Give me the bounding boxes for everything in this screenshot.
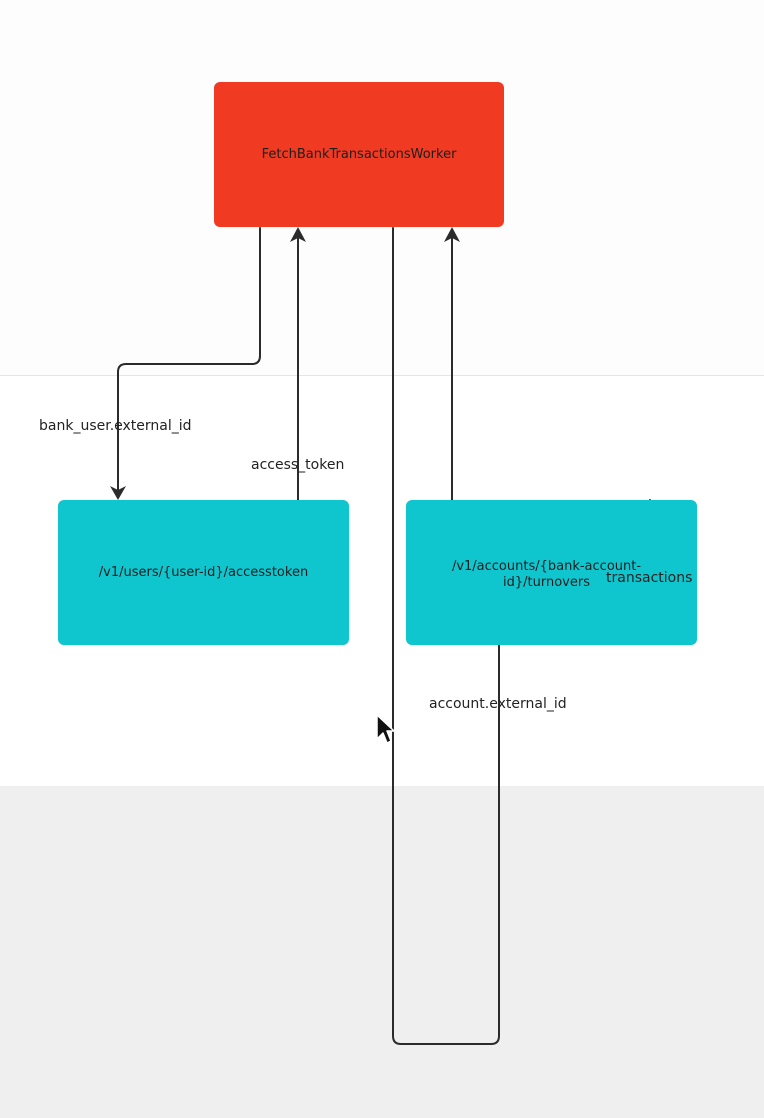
mouse-pointer-icon — [376, 714, 395, 744]
edge-label-transactions: transactions — [606, 570, 693, 586]
access-token-endpoint-node[interactable]: /v1/users/{user-id}/accesstoken — [58, 500, 349, 645]
canvas-divider — [0, 375, 764, 376]
worker-node-label: FetchBankTransactionsWorker — [261, 146, 457, 162]
edge-label-access-token: access_token — [251, 457, 345, 473]
worker-node[interactable]: FetchBankTransactionsWorker — [214, 82, 504, 227]
turnovers-endpoint-node[interactable]: /v1/accounts/{bank-account-id}/turnovers — [406, 500, 697, 645]
access-token-endpoint-label: /v1/users/{user-id}/accesstoken — [98, 564, 309, 580]
canvas-band-bottom — [0, 786, 764, 1118]
edge-label-external-id: bank_user.external_id — [39, 418, 192, 434]
turnovers-endpoint-label: /v1/accounts/{bank-account-id}/turnovers — [451, 558, 642, 590]
edge-label-account-external-id: account.external_id — [429, 696, 567, 712]
